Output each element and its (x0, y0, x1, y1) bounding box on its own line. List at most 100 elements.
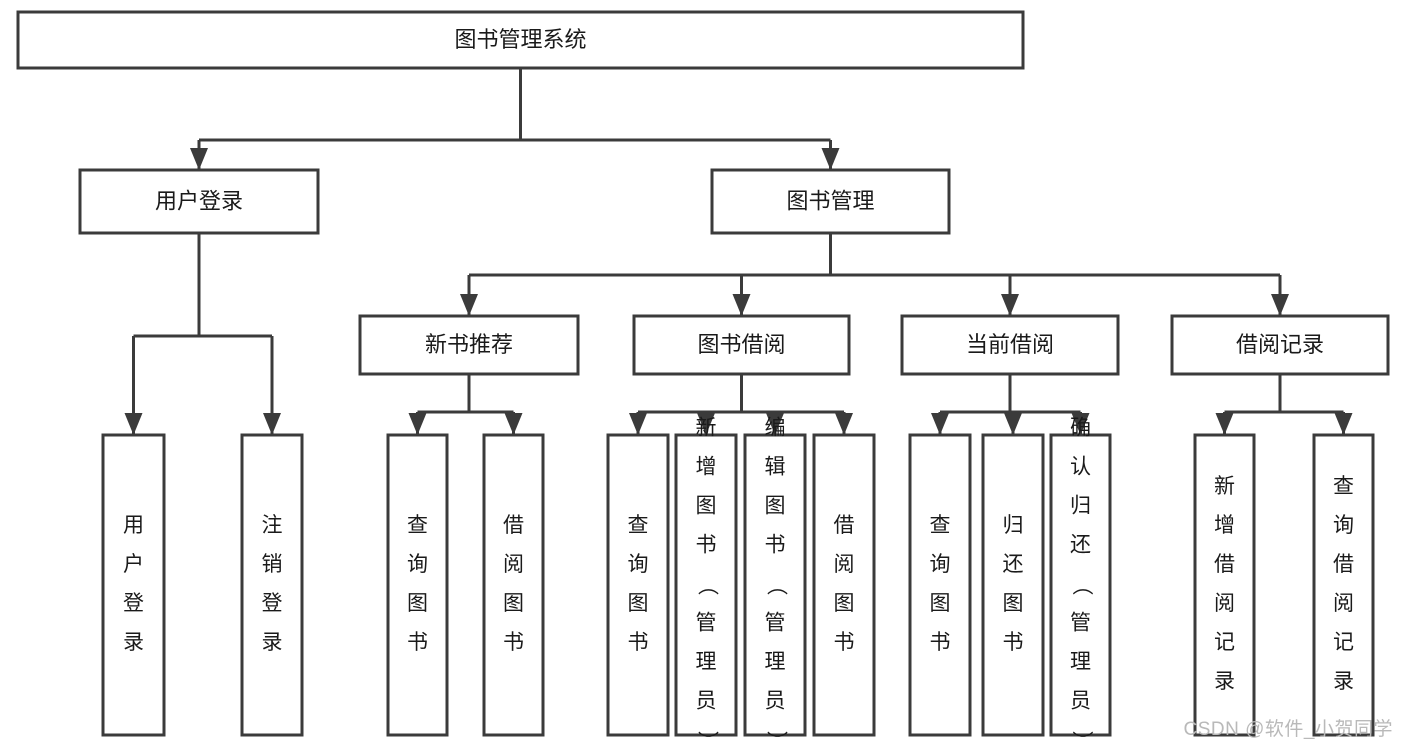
node-label-leaf-confirm-return-char-6: 理 (1070, 651, 1091, 674)
node-new-book-rec[interactable]: 新书推荐 (358, 314, 580, 376)
node-label-leaf-query-record-char-5: 录 (1333, 670, 1354, 693)
node-label-leaf-query-book-cur-char-1: 询 (930, 553, 951, 576)
node-box-borrow-record (1170, 314, 1390, 376)
node-label-leaf-borrow-book-char-3: 书 (834, 631, 855, 654)
node-label-leaf-edit-book-char-1: 辑 (765, 456, 786, 479)
node-label-leaf-query-book-rec-char-3: 书 (407, 631, 428, 654)
node-box-leaf-edit-book (743, 433, 807, 737)
node-label-leaf-query-book-char-3: 书 (628, 631, 649, 654)
watermark-label: CSDN @软件_小贺同学 (1183, 719, 1393, 740)
arrow-head (124, 413, 143, 435)
node-book-manage[interactable]: 图书管理 (710, 168, 951, 235)
node-label-book-manage: 图书管理 (786, 188, 874, 213)
node-label-leaf-add-book-char-5: 管 (696, 612, 717, 635)
arrow-head (1071, 413, 1090, 435)
node-label-leaf-edit-book-char-7: 员 (765, 690, 786, 713)
node-label-leaf-query-book-cur-char-0: 查 (930, 514, 951, 537)
node-leaf-user-login[interactable]: 用户登录 (101, 433, 166, 737)
node-label-leaf-confirm-return-char-3: 还 (1070, 534, 1091, 557)
node-label-leaf-query-record-char-4: 记 (1333, 631, 1354, 654)
node-label-leaf-add-record-char-5: 录 (1214, 670, 1235, 693)
node-label-leaf-query-record-char-2: 借 (1333, 553, 1354, 576)
node-box-book-manage (710, 168, 951, 235)
node-label-leaf-logout-char-0: 注 (262, 514, 283, 537)
node-label-leaf-query-book-char-0: 查 (628, 514, 649, 537)
node-label-leaf-return-book-char-1: 还 (1003, 553, 1024, 576)
node-box-leaf-query-book (606, 433, 670, 737)
node-label-leaf-add-book-char-2: 图 (696, 495, 717, 518)
arrow-head (460, 294, 478, 316)
node-label-leaf-edit-book-char-6: 理 (765, 651, 786, 674)
node-book-borrow[interactable]: 图书借阅 (632, 314, 851, 376)
node-label-leaf-query-book-rec-char-2: 图 (407, 592, 428, 615)
node-box-user-login (78, 168, 320, 235)
node-label-leaf-logout-char-3: 录 (262, 631, 283, 654)
node-label-leaf-query-record-char-3: 阅 (1333, 592, 1354, 615)
node-label-leaf-add-book-char-1: 增 (696, 456, 717, 479)
node-box-leaf-logout (240, 433, 304, 737)
node-label-leaf-query-book-cur-char-2: 图 (930, 592, 951, 615)
node-label-leaf-borrow-book-rec-char-3: 书 (503, 631, 524, 654)
node-box-leaf-confirm-return (1049, 433, 1112, 737)
node-box-leaf-borrow-book-rec (482, 433, 545, 737)
arrow-head (697, 413, 715, 435)
connectors-layer (124, 68, 1353, 435)
node-box-leaf-borrow-book (812, 433, 876, 737)
node-box-leaf-query-book-rec (386, 433, 449, 737)
node-user-login[interactable]: 用户登录 (78, 168, 320, 235)
node-label-current-borrow: 当前借阅 (966, 332, 1054, 357)
nodes-layer: 图书管理系统用户登录图书管理新书推荐图书借阅当前借阅借阅记录用户登录注销登录查询… (16, 10, 1390, 747)
arrow-head (504, 413, 523, 435)
node-label-leaf-add-record-char-0: 新 (1214, 475, 1235, 498)
arrow-head (1215, 413, 1234, 435)
arrow-head (1271, 294, 1289, 316)
node-label-leaf-edit-book-char-4: （ (764, 575, 787, 596)
node-label-leaf-confirm-return-char-8: ） (1070, 731, 1093, 747)
node-label-leaf-add-book-char-8: ） (695, 731, 718, 747)
node-label-leaf-user-login-char-1: 户 (123, 553, 144, 576)
arrow-head (835, 413, 853, 435)
node-box-root (16, 10, 1025, 70)
node-root[interactable]: 图书管理系统 (16, 10, 1025, 70)
node-label-leaf-confirm-return-char-1: 认 (1070, 456, 1091, 479)
arrow-head (732, 294, 751, 316)
node-label-leaf-borrow-book-char-2: 图 (834, 592, 855, 615)
node-label-leaf-confirm-return-char-7: 员 (1070, 690, 1091, 713)
node-box-current-borrow (900, 314, 1120, 376)
arrow-head (408, 413, 427, 435)
node-label-new-book-rec: 新书推荐 (425, 332, 513, 357)
node-label-leaf-borrow-book-rec-char-1: 阅 (503, 553, 524, 576)
node-label-leaf-query-book-rec-char-0: 查 (407, 514, 428, 537)
node-label-leaf-add-record-char-1: 增 (1214, 514, 1235, 537)
node-box-leaf-query-record (1312, 433, 1375, 737)
arrow-head (1334, 413, 1353, 435)
node-box-book-borrow (632, 314, 851, 376)
node-label-leaf-add-book-char-4: （ (695, 575, 718, 596)
arrow-head (263, 413, 281, 435)
node-label-leaf-borrow-book-char-1: 阅 (834, 553, 855, 576)
node-borrow-record[interactable]: 借阅记录 (1170, 314, 1390, 376)
node-label-leaf-query-book-char-2: 图 (628, 592, 649, 615)
node-label-leaf-add-record-char-4: 记 (1214, 631, 1235, 654)
node-label-leaf-edit-book-char-0: 编 (765, 417, 786, 440)
node-label-root: 图书管理系统 (454, 27, 586, 52)
node-label-leaf-add-book-char-6: 理 (696, 651, 717, 674)
node-box-leaf-return-book (981, 433, 1045, 737)
node-label-leaf-borrow-book-char-0: 借 (834, 514, 855, 537)
node-label-leaf-add-book-char-3: 书 (696, 534, 717, 557)
node-current-borrow[interactable]: 当前借阅 (900, 314, 1120, 376)
